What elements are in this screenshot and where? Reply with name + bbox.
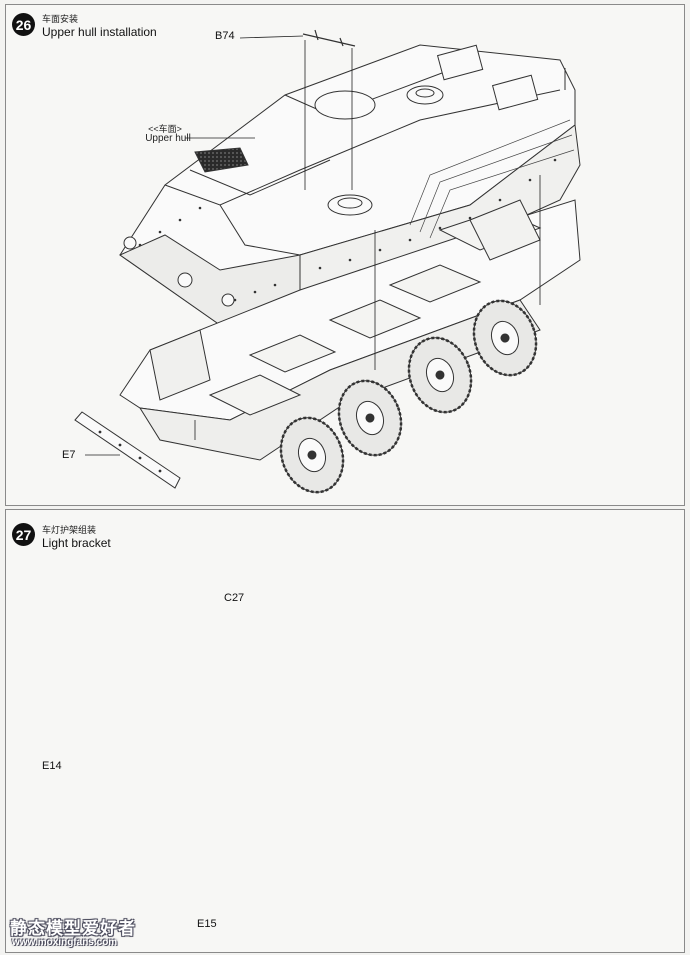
step-27-title-cn: 车灯护架组装: [42, 526, 97, 536]
label-upper-hull-en: Upper hull: [145, 133, 191, 144]
label-e14: E14: [42, 760, 62, 772]
label-e15: E15: [197, 918, 217, 930]
watermark-site-name: 静态模型爱好者: [10, 919, 136, 939]
label-e7: E7: [62, 449, 76, 461]
step26-leaders: [85, 35, 541, 456]
upper-hull-drawing: [118, 44, 581, 326]
step-27-title-en: Light bracket: [42, 536, 111, 550]
step-26-number: 26: [12, 13, 35, 36]
wheels-step26: [279, 299, 538, 494]
step-27-number: 27: [12, 523, 35, 546]
label-c27: C27: [224, 592, 245, 604]
e7-part: [74, 411, 181, 489]
step-27-panel: [5, 509, 685, 953]
b74-part: [302, 29, 356, 47]
step-26-title-cn: 车面安装: [42, 15, 79, 25]
label-b74: B74: [215, 30, 235, 42]
step-26-title-en: Upper hull installation: [42, 25, 157, 39]
label-upper-hull-cn: <<车面>: [148, 124, 182, 134]
watermark-url: www.moxingfans.com: [12, 937, 118, 948]
lower-hull-drawing: [119, 199, 581, 461]
